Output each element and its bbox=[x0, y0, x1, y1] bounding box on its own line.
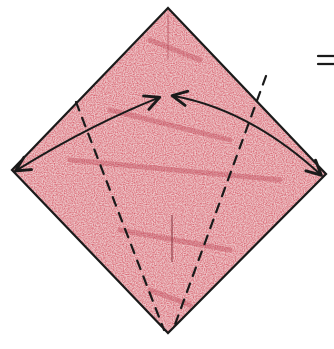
next-step-arrow-icon bbox=[318, 56, 334, 64]
